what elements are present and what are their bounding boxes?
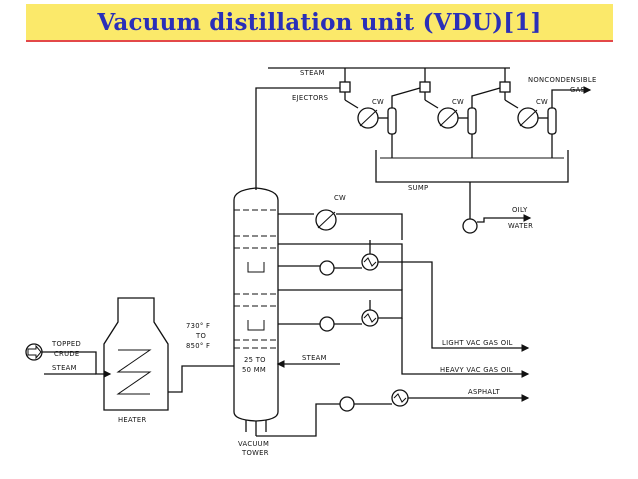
noncondensible-label: NONCONDENSIBLE (528, 76, 597, 84)
steam-tower-label: STEAM (302, 354, 327, 362)
oily-label: OILY (512, 206, 528, 214)
steam-in-label: STEAM (52, 364, 77, 372)
sump-label: SUMP (408, 184, 428, 192)
steam-label-top: STEAM (300, 69, 325, 77)
heater (103, 297, 169, 411)
cw-label-1: CW (372, 98, 384, 106)
water-label: WATER (508, 222, 533, 230)
condenser-cw-2 (424, 87, 501, 158)
cw-label-3: CW (536, 98, 548, 106)
cw-label-column: CW (334, 194, 346, 202)
topped-label: TOPPED (51, 340, 81, 348)
ejector-1 (339, 81, 351, 100)
tower-label: TOWER (241, 449, 269, 457)
temp-label-2: TO (195, 332, 206, 340)
temp-label-3: 850° F (186, 342, 210, 350)
sump-tank (375, 150, 569, 222)
ejector-3 (499, 81, 511, 100)
title-bar: Vacuum distillation unit (VDU)[1] (26, 4, 613, 42)
steam-header-line (268, 67, 510, 84)
ejectors-label: EJECTORS (292, 94, 328, 102)
pressure-label-2: 50 MM (242, 366, 266, 374)
vacuum-label: VACUUM (238, 440, 269, 448)
crude-feed (25, 343, 112, 378)
gas-label: GAS (570, 86, 585, 94)
heavy-vgo-label: HEAVY VAC GAS OIL (440, 366, 513, 374)
top-pumparound-cw (278, 209, 403, 240)
condenser-cw-1 (344, 87, 421, 158)
asphalt-line (256, 389, 530, 437)
condenser-cw-3 (504, 86, 592, 158)
temp-label-1: 730° F (186, 322, 210, 330)
pressure-label-1: 25 TO (244, 356, 266, 364)
light-vgo-label: LIGHT VAC GAS OIL (442, 339, 513, 347)
ejector-2 (419, 81, 431, 100)
vacuum-tower (233, 187, 279, 436)
heater-label: HEATER (118, 416, 147, 424)
asphalt-label: ASPHALT (468, 388, 500, 396)
overhead-vapor-line (255, 87, 340, 190)
page-title: Vacuum distillation unit (VDU)[1] (97, 8, 542, 36)
oily-water-pump (462, 214, 532, 234)
crude-label: CRUDE (54, 350, 79, 358)
transfer-line (168, 365, 234, 393)
upper-pumparound (278, 240, 530, 352)
lower-pumparound (278, 262, 530, 378)
cw-label-2: CW (452, 98, 464, 106)
